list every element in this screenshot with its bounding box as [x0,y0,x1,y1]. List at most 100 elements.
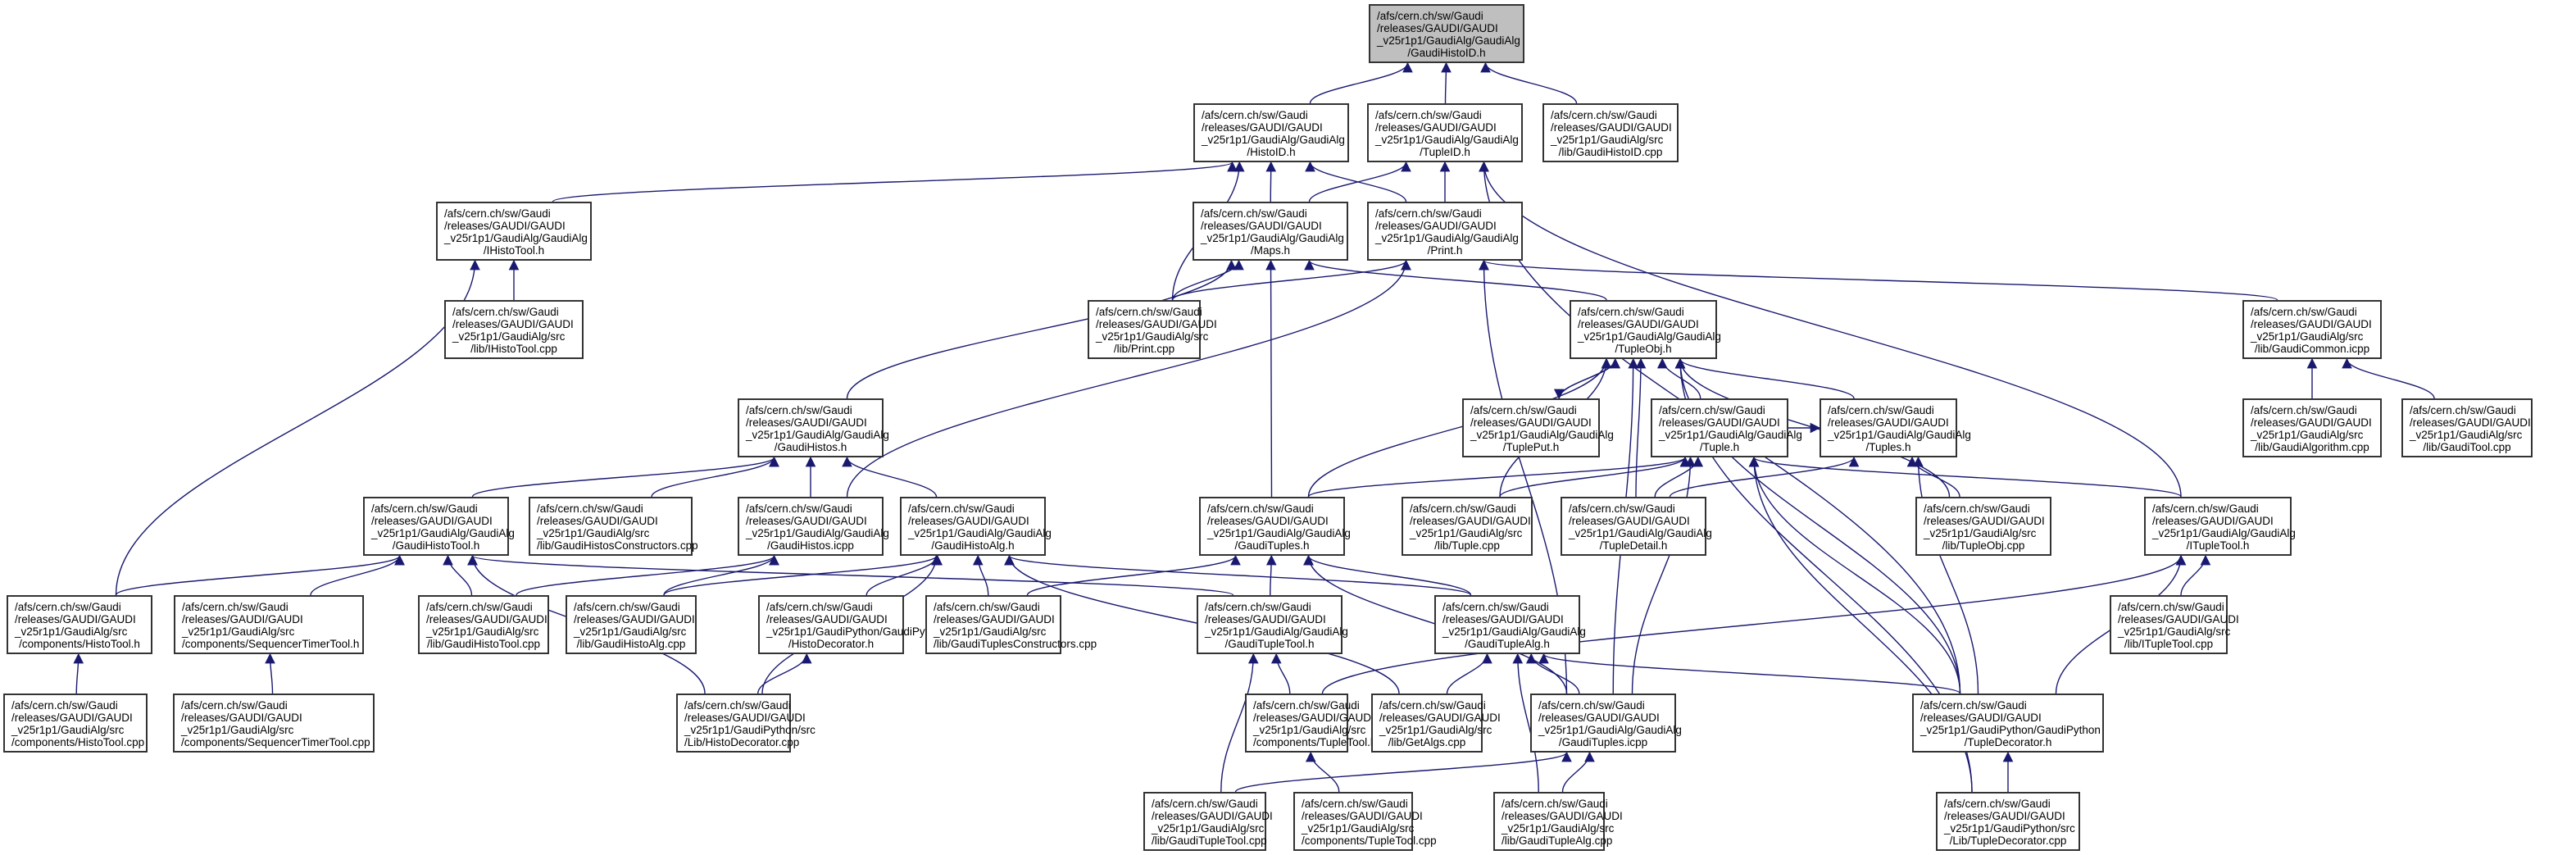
graph-node[interactable]: /afs/cern.ch/sw/Gaudi/releases/GAUDI/GAU… [1402,497,1533,556]
graph-node[interactable]: /afs/cern.ch/sw/Gaudi/releases/GAUDI/GAU… [529,497,698,556]
graph-node[interactable]: /afs/cern.ch/sw/Gaudi/releases/GAUDI/GAU… [1915,497,2051,556]
node-label-line: /afs/cern.ch/sw/Gaudi [1828,404,1934,416]
node-label-line: /Tuple.h [1699,441,1740,453]
node-label-line: /afs/cern.ch/sw/Gaudi [1659,404,1765,416]
node-label-line: _v25r1p1/GaudiAlg/src [574,625,687,638]
node-label-line: _v25r1p1/GaudiAlg/src [2118,625,2231,638]
node-label-line: /lib/IHistoTool.cpp [470,343,557,355]
node-label-line: _v25r1p1/GaudiAlg/src [1152,822,1265,835]
graph-node[interactable]: /afs/cern.ch/sw/Gaudi/releases/GAUDI/GAU… [1542,103,1679,162]
node-label-line: _v25r1p1/GaudiAlg/GaudiAlg [1201,232,1344,244]
graph-node[interactable]: /afs/cern.ch/sw/Gaudi/releases/GAUDI/GAU… [1245,694,1377,753]
node-label-line: _v25r1p1/GaudiAlg/src [181,724,294,736]
node-label-line: _v25r1p1/GaudiAlg/GaudiAlg [1659,429,1802,441]
node-label-line: _v25r1p1/GaudiAlg/GaudiAlg [1375,232,1519,244]
graph-node[interactable]: /afs/cern.ch/sw/Gaudi/releases/GAUDI/GAU… [2242,300,2382,359]
node-label-line: /afs/cern.ch/sw/Gaudi [1920,699,2027,712]
graph-node[interactable]: /afs/cern.ch/sw/Gaudi/releases/GAUDI/GAU… [2144,497,2296,556]
node-label-line: /afs/cern.ch/sw/Gaudi [1442,601,1549,613]
graph-node[interactable]: /afs/cern.ch/sw/Gaudi/releases/GAUDI/GAU… [2110,595,2239,654]
graph-node[interactable]: /afs/cern.ch/sw/Gaudi/releases/GAUDI/GAU… [1199,497,1351,556]
graph-node[interactable]: /afs/cern.ch/sw/Gaudi/releases/GAUDI/GAU… [1462,398,1614,457]
node-label-line: /afs/cern.ch/sw/Gaudi [1202,109,1308,121]
graph-node[interactable]: /afs/cern.ch/sw/Gaudi/releases/GAUDI/GAU… [1820,398,1971,457]
graph-node[interactable]: /afs/cern.ch/sw/Gaudi/releases/GAUDI/GAU… [1371,694,1501,753]
node-label-line: /releases/GAUDI/GAUDI [746,515,867,527]
graph-node[interactable]: /afs/cern.ch/sw/Gaudi/releases/GAUDI/GAU… [7,595,152,654]
node-label-line: _v25r1p1/GaudiAlg/src [1096,330,1209,343]
include-edge [1026,554,1241,596]
node-label-line: /releases/GAUDI/GAUDI [1375,121,1497,134]
graph-node[interactable]: /afs/cern.ch/sw/Gaudi/releases/GAUDI/GAU… [2242,398,2382,457]
graph-node[interactable]: /afs/cern.ch/sw/Gaudi/releases/GAUDI/GAU… [174,595,364,654]
include-edge [310,554,405,596]
graph-node[interactable]: /afs/cern.ch/sw/Gaudi/releases/GAUDI/GAU… [566,595,697,654]
graph-node[interactable]: /afs/cern.ch/sw/Gaudi/releases/GAUDI/GAU… [436,202,592,261]
graph-node[interactable]: /afs/cern.ch/sw/Gaudi/releases/GAUDI/GAU… [1193,202,1348,261]
graph-node[interactable]: /afs/cern.ch/sw/Gaudi/releases/GAUDI/GAU… [738,497,889,556]
include-edge [1480,61,1578,104]
node-label-line: /afs/cern.ch/sw/Gaudi [1253,699,1360,712]
graph-node[interactable]: /afs/cern.ch/sw/Gaudi/releases/GAUDI/GAU… [363,497,515,556]
node-label-line: /afs/cern.ch/sw/Gaudi [746,404,852,416]
graph-node[interactable]: /afs/cern.ch/sw/Gaudi/releases/GAUDI/GAU… [1570,300,1721,359]
graph-node[interactable]: /afs/cern.ch/sw/Gaudi/releases/GAUDI/GAU… [925,595,1097,654]
graph-node[interactable]: /afs/cern.ch/sw/Gaudi/releases/GAUDI/GAU… [1530,694,1682,753]
graph-node[interactable]: /afs/cern.ch/sw/Gaudi/releases/GAUDI/GAU… [444,300,584,359]
graph-node[interactable]: /afs/cern.ch/sw/Gaudi/releases/GAUDI/GAU… [1143,792,1273,851]
node-label-line: /GaudiTuples.h [1234,539,1310,552]
graph-node[interactable]: /afs/cern.ch/sw/Gaudi/releases/GAUDI/GAU… [1293,792,1437,851]
node-label-line: /releases/GAUDI/GAUDI [2251,416,2372,429]
graph-node[interactable]: /afs/cern.ch/sw/Gaudi/releases/GAUDI/GAU… [1493,792,1623,851]
node-label-line: /releases/GAUDI/GAUDI [1205,613,1326,625]
node-label-line: /afs/cern.ch/sw/Gaudi [1538,699,1645,712]
graph-node[interactable]: /afs/cern.ch/sw/Gaudi/releases/GAUDI/GAU… [418,595,549,654]
node-label-line: /ITupleTool.h [2186,539,2250,552]
node-label-line: _v25r1p1/GaudiAlg/GaudiAlg [1470,429,1614,441]
graph-node[interactable]: /afs/cern.ch/sw/Gaudi/releases/GAUDI/GAU… [1367,103,1523,162]
node-label-line: _v25r1p1/GaudiAlg/GaudiAlg [1377,34,1520,47]
node-label-line: /components/TupleTool.h [1253,736,1377,748]
node-label-line: _v25r1p1/GaudiAlg/GaudiAlg [746,429,889,441]
node-label-line: /Tuples.h [1865,441,1911,453]
include-edge [1512,653,1539,793]
node-label-line: /afs/cern.ch/sw/Gaudi [426,601,533,613]
graph-node[interactable]: /afs/cern.ch/sw/Gaudi/releases/GAUDI/GAU… [1367,202,1523,261]
graph-node[interactable]: /afs/cern.ch/sw/Gaudi/releases/GAUDI/GAU… [1434,595,1586,654]
include-edge [467,554,1234,596]
graph-node[interactable]: /afs/cern.ch/sw/Gaudi/releases/GAUDI/GAU… [173,694,375,753]
graph-node[interactable]: /afs/cern.ch/sw/Gaudi/releases/GAUDI/GAU… [758,595,947,654]
node-label-line: /releases/GAUDI/GAUDI [15,613,136,625]
include-edge [1004,554,1472,596]
graph-node[interactable]: /afs/cern.ch/sw/Gaudi/releases/GAUDI/GAU… [1912,694,2104,753]
node-label-line: /afs/cern.ch/sw/Gaudi [908,503,1015,515]
graph-node[interactable]: /afs/cern.ch/sw/Gaudi/releases/GAUDI/GAU… [1651,398,1802,457]
node-label-line: /GaudiTupleTool.h [1224,638,1315,650]
graph-node[interactable]: /afs/cern.ch/sw/Gaudi/releases/GAUDI/GAU… [738,398,889,457]
include-edge [1479,259,2278,301]
node-label-line: _v25r1p1/GaudiAlg/src [1551,134,1664,146]
node-label-line: /releases/GAUDI/GAUDI [371,515,493,527]
graph-node[interactable]: /afs/cern.ch/sw/Gaudi/releases/GAUDI/GAU… [1088,300,1217,359]
graph-node[interactable]: /afs/cern.ch/sw/Gaudi/releases/GAUDI/GAU… [3,694,148,753]
include-edge [1561,751,1595,793]
graph-node[interactable]: /afs/cern.ch/sw/Gaudi/releases/GAUDI/GAU… [2401,398,2533,457]
node-label-line: _v25r1p1/GaudiAlg/src [1924,527,2037,539]
graph-node[interactable]: /afs/cern.ch/sw/Gaudi/releases/GAUDI/GAU… [900,497,1052,556]
node-label-line: /releases/GAUDI/GAUDI [1375,220,1497,232]
node-label-line: _v25r1p1/GaudiAlg/GaudiAlg [1202,134,1345,146]
include-edge [1307,456,1691,498]
node-label-line: /afs/cern.ch/sw/Gaudi [11,699,118,712]
node-label-line: /releases/GAUDI/GAUDI [574,613,695,625]
graph-node[interactable]: /afs/cern.ch/sw/Gaudi/releases/GAUDI/GAU… [676,694,816,753]
node-label-line: /afs/cern.ch/sw/Gaudi [452,306,559,318]
graph-node[interactable]: /afs/cern.ch/sw/Gaudi/releases/GAUDI/GAU… [1197,595,1348,654]
include-edge [115,554,405,596]
node-label-line: _v25r1p1/GaudiAlg/src [11,724,125,736]
node-label-line: /TuplePut.h [1502,441,1560,453]
include-edge [1303,554,1472,596]
include-edge [1220,653,1259,793]
graph-node[interactable]: /afs/cern.ch/sw/Gaudi/releases/GAUDI/GAU… [1193,103,1349,162]
graph-node[interactable]: /afs/cern.ch/sw/Gaudi/releases/GAUDI/GAU… [1936,792,2080,851]
graph-node[interactable]: /afs/cern.ch/sw/Gaudi/releases/GAUDI/GAU… [1561,497,1712,556]
